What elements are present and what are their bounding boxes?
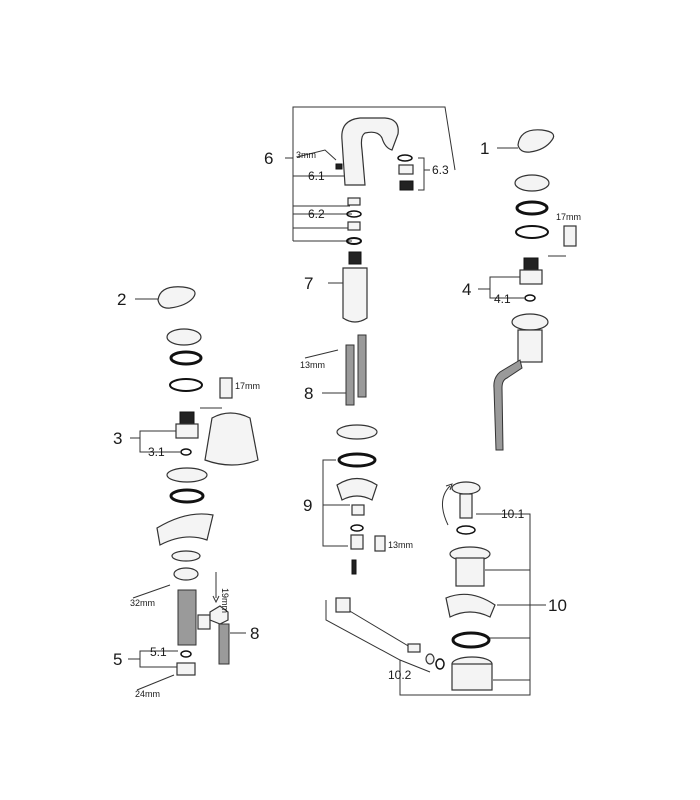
washer-icon [171,550,201,562]
spout-icon [341,117,399,186]
cartridge-icon [523,257,539,271]
label-10: 10 [548,596,567,615]
drain-nut-icon [451,663,493,691]
tool-13mm-upper-label: 13mm [300,360,325,370]
label-6-1: 6.1 [308,169,325,183]
elbow-connector-icon [209,605,229,625]
drain-assembly: 10 10.1 10.2 [325,481,567,696]
label-5: 5 [113,650,122,669]
tool-24mm-label: 24mm [135,689,160,699]
rod-clamp-icon [335,597,351,613]
valve-outlet-icon [197,614,211,630]
o-ring-icon [346,237,362,245]
washer-icon [350,524,364,532]
set-screw-icon [335,163,343,170]
spout-body-icon [342,267,368,323]
aerator-icon [398,164,414,175]
dome-cover-icon [204,412,259,466]
drain-body-icon [455,557,485,587]
o-ring-icon [524,294,536,302]
spout-assembly: 3mm 13mm 13mm 6 [264,106,456,552]
pivot-seal-icon [435,658,445,670]
thread-icon [348,251,362,265]
label-5-1: 5.1 [150,645,167,659]
tool-3mm-label: 3mm [296,150,316,160]
label-9: 9 [303,496,312,515]
label-3: 3 [113,429,122,448]
o-ring-icon [180,448,192,456]
label-3-1: 3.1 [148,445,165,459]
label-2: 2 [117,290,126,309]
nut-icon [347,221,361,231]
lock-nut-icon [350,534,364,550]
lock-nut-icon [173,567,199,581]
wrench-17mm-icon [219,377,233,399]
washer-icon [346,210,362,218]
label-6-3: 6.3 [432,163,449,177]
label-6-2: 6.2 [308,207,325,221]
washer-icon [456,525,476,535]
flange-icon [336,424,378,440]
flange-icon [166,467,208,483]
label-4: 4 [462,280,471,299]
label-10-1: 10.1 [501,507,525,521]
hose-icon [345,344,355,406]
label-8-center: 8 [304,384,313,403]
hose-icon [218,623,230,665]
label-1: 1 [480,139,489,158]
clip-icon [351,504,365,516]
label-6: 6 [264,149,273,168]
drain-plate-icon [445,593,496,618]
label-4-1: 4.1 [494,292,511,306]
cartridge-body-icon [519,269,543,285]
hose-icon [493,359,523,451]
trim-ring-icon [515,225,549,239]
label-8-left: 8 [250,624,259,643]
popup-stem-icon [459,493,473,519]
tool-19mm-label: 19mm [220,588,230,613]
label-10-2: 10.2 [388,668,412,682]
aerator-seal-icon [397,154,413,162]
tool-17mm-right-label: 17mm [556,212,581,222]
gasket-icon [337,452,377,468]
hex-key-icon [296,149,337,161]
drain-gasket-icon [451,631,491,649]
valve-shank-icon [177,589,197,646]
seal-ring-icon [515,200,549,216]
nut-icon [176,662,196,676]
tool-13mm-lower-label: 13mm [388,540,413,550]
label-7: 7 [304,274,313,293]
left-handle-assembly: 17mm 32mm 19mm 24mm 2 3 3.1 [113,286,260,699]
wrench-17mm-icon [563,225,577,247]
pivot-rod-icon [407,643,421,653]
cap-icon [166,328,202,346]
cap-icon [514,174,550,192]
handle-lever-icon [517,129,555,153]
valve-flange-icon [511,313,549,331]
pivot-ball-icon [425,653,435,665]
seal-ring-icon [169,350,203,366]
tool-32mm-label: 32mm [130,598,155,608]
wrench-icon [374,535,386,552]
handle-lever-icon [157,286,196,309]
rod-screw-icon [351,559,357,575]
tool-17mm-left-label: 17mm [235,381,260,391]
right-handle-assembly: 17mm 1 4 4.1 [462,129,581,451]
nut-icon [347,197,361,206]
mounting-plate-icon [336,477,378,501]
o-ring-icon [180,650,192,658]
hose-icon [357,334,367,398]
mounting-plate-icon [156,513,214,546]
valve-body-icon [517,329,543,363]
aerator-housing-icon [399,180,414,191]
gasket-icon [169,488,205,504]
cartridge-icon [179,411,195,425]
popup-stopper-icon [451,481,481,495]
trim-ring-icon [169,378,203,392]
cartridge-body-icon [175,423,199,439]
